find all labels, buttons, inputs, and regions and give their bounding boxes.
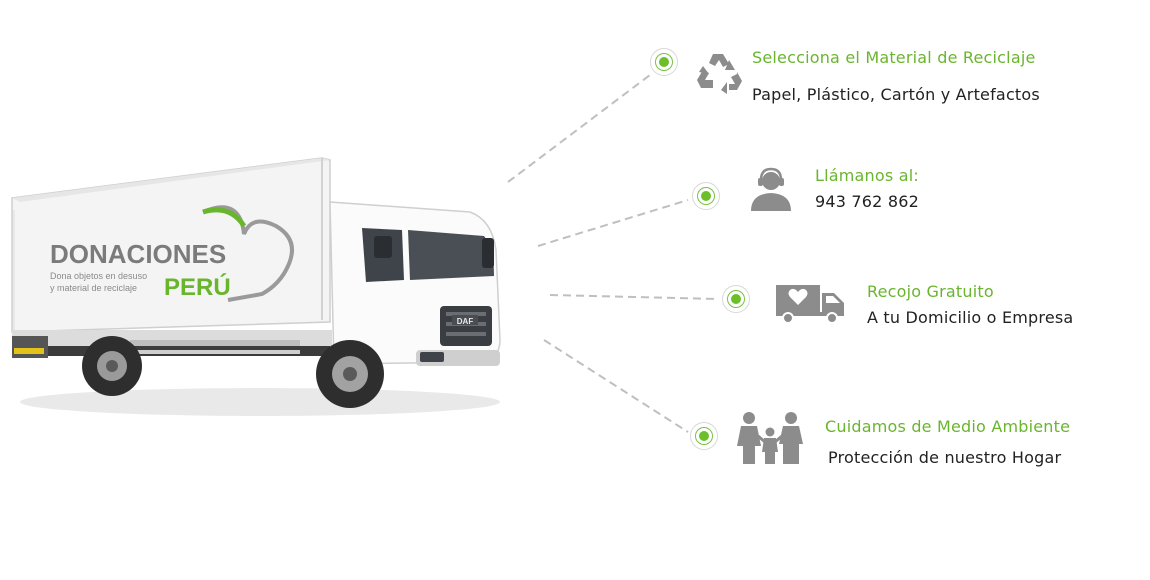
- step-1-description: Papel, Plástico, Cartón y Artefactos: [752, 85, 1040, 104]
- step-2-title: Llámanos al:: [815, 166, 919, 185]
- step-3-marker: [722, 285, 750, 313]
- brand-peru: PERÚ: [164, 273, 231, 301]
- truck-illustration: DAF DONACIONES Dona objetos en desuso y …: [11, 157, 501, 416]
- family-icon: [737, 412, 803, 464]
- step-1-title: Selecciona el Material de Reciclaje: [752, 48, 1036, 67]
- step-3-description: A tu Domicilio o Empresa: [867, 308, 1074, 327]
- connector-lines: [507, 74, 719, 433]
- step-4-marker: [690, 422, 718, 450]
- daf-badge: DAF: [457, 317, 474, 326]
- step-4-description: Protección de nuestro Hogar: [828, 448, 1062, 467]
- delivery-truck-heart-icon: [776, 285, 844, 324]
- step-3-title: Recojo Gratuito: [867, 282, 994, 301]
- step-2-description: 943 762 862: [815, 192, 919, 211]
- step-2-marker: [692, 182, 720, 210]
- step-4-title: Cuidamos de Medio Ambiente: [825, 417, 1071, 436]
- brand-tagline-1: Dona objetos en desuso: [50, 271, 147, 281]
- brand-name: DONACIONES: [50, 239, 226, 269]
- brand-tagline-2: y material de reciclaje: [50, 283, 137, 293]
- recycle-icon: [697, 54, 742, 94]
- call-center-icon: [751, 167, 791, 211]
- step-1-marker: [650, 48, 678, 76]
